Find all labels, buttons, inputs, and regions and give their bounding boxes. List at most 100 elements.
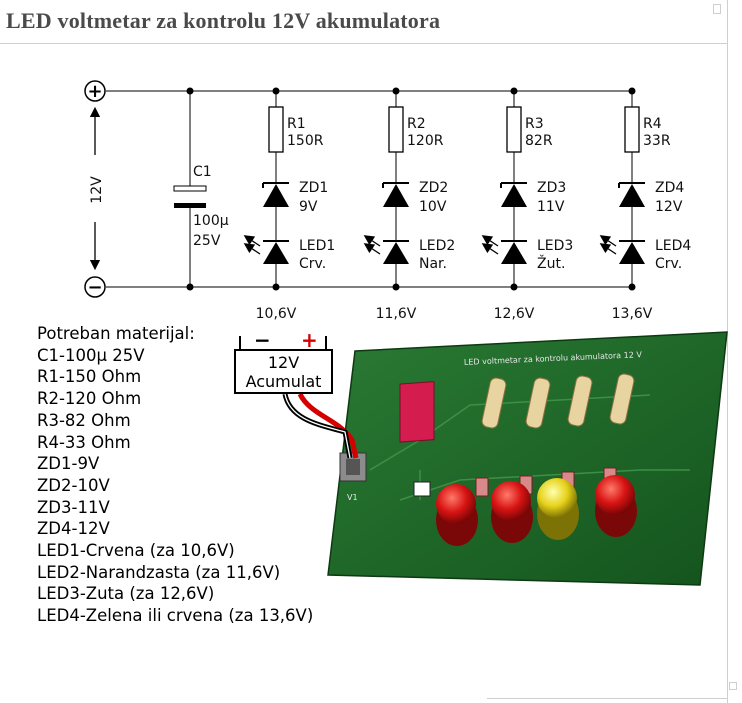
page-title: LED voltmetar za kontrolu 12V akumulator…: [6, 8, 441, 33]
materials-heading: Potreban materijal:: [37, 324, 195, 343]
junction-dot: [186, 87, 194, 95]
junction-dot: [186, 283, 194, 291]
plus-symbol: +: [87, 81, 102, 102]
led-symbol: [619, 242, 645, 264]
battery-plus-sign: +: [301, 328, 318, 352]
threshold-voltage: 10,6V: [256, 306, 297, 322]
frame-corner-mark: [729, 682, 737, 690]
material-item: LED2-Narandzasta (za 11,6V): [37, 562, 281, 582]
led-color: Crv.: [299, 256, 326, 272]
resistor-symbol: [624, 106, 640, 153]
led-symbol: [263, 242, 289, 264]
material-item: R4-33 Ohm: [37, 432, 131, 452]
pcb-resistor: [481, 377, 507, 429]
negative-terminal: [84, 276, 106, 298]
black-wire-highlight: [284, 393, 351, 459]
material-item: R1-150 Ohm: [37, 367, 142, 387]
threshold-voltage: 11,6V: [376, 306, 417, 322]
capacitor-value: 100µ: [193, 213, 229, 229]
capacitor-ref: C1: [193, 164, 212, 180]
resistor-ref: R1: [287, 116, 306, 132]
led-ref: LED2: [419, 238, 455, 254]
led-light-arrow: [481, 235, 499, 247]
material-item: ZD3-11V: [37, 497, 110, 517]
resistor-ref: R4: [643, 116, 662, 132]
led-light-arrow: [363, 243, 381, 255]
led-light-arrow: [363, 235, 381, 247]
material-item: LED1-Crvena (za 10,6V): [37, 541, 235, 561]
resistor-symbol: [506, 106, 522, 153]
zener-ref: ZD2: [419, 180, 448, 196]
material-item: LED4-Zelena ili crvena (za 13,6V): [37, 606, 314, 626]
material-item: ZD4-12V: [37, 519, 110, 539]
pcb-pad: [413, 481, 431, 497]
led-ref: LED4: [655, 238, 691, 254]
frame-right-border: [727, 0, 728, 703]
threshold-voltage: 12,6V: [494, 306, 535, 322]
title-divider: [0, 43, 727, 44]
capacitor-plate-positive: [173, 185, 207, 192]
zener-value: 11V: [537, 199, 565, 215]
material-item: ZD1-9V: [37, 454, 100, 474]
material-item: LED3-Zuta (za 12,6V): [37, 584, 215, 604]
pcb-led-red: [595, 475, 635, 515]
led-light-arrow: [243, 235, 261, 247]
battery-minus-sign: −: [254, 328, 271, 352]
zener-ref: ZD4: [655, 180, 684, 196]
minus-symbol: −: [87, 277, 102, 298]
battery-label: Acumulat: [245, 372, 322, 391]
led-color: Nar.: [419, 256, 447, 272]
led-ref: LED3: [537, 238, 573, 254]
zener-ref: ZD1: [299, 180, 328, 196]
battery-voltage: 12V: [267, 353, 300, 372]
pcb-illustration: LED voltmetar za kontrolu akumulatora 12…: [327, 331, 728, 586]
resistor-ref: R3: [525, 116, 544, 132]
led-light-arrow: [481, 243, 499, 255]
pcb-capacitor: [399, 381, 435, 443]
pcb-resistors: [481, 373, 635, 429]
zener-value: 12V: [655, 199, 683, 215]
resistor-value: 82R: [525, 133, 553, 149]
resistor-symbol: [268, 106, 284, 153]
material-item: C1-100µ 25V: [37, 345, 145, 365]
led-color: Žut.: [537, 254, 565, 272]
zener-diode-symbol: [383, 184, 409, 207]
material-item: R3-82 Ohm: [37, 410, 131, 430]
resistor-value: 120R: [407, 133, 444, 149]
led-light-arrow: [243, 243, 261, 255]
led-color: Crv.: [655, 256, 682, 272]
pcb-connector-socket: [346, 459, 360, 475]
zener-diode-symbol: [501, 184, 527, 207]
resistor-value: 150R: [287, 133, 324, 149]
pcb-resistor: [567, 375, 593, 427]
led-symbol: [501, 242, 527, 264]
battery-box: 12V Acumulat: [234, 349, 333, 394]
pcb-resistor: [609, 373, 635, 425]
pcb-zener: [475, 477, 489, 497]
led-ref: LED1: [299, 238, 335, 254]
zener-diode-symbol: [619, 184, 645, 207]
resistor-ref: R2: [407, 116, 426, 132]
resistor-value: 33R: [643, 133, 671, 149]
zener-value: 10V: [419, 199, 447, 215]
pcb-connector-label: V1: [347, 493, 358, 502]
threshold-voltage: 13,6V: [612, 306, 653, 322]
capacitor-voltage: 25V: [193, 233, 221, 249]
pcb-led-red: [491, 481, 531, 521]
capacitor-plate-negative: [174, 203, 206, 208]
pcb-led-yellow: [537, 478, 577, 518]
pcb-trace: [369, 394, 651, 471]
material-item: R2-120 Ohm: [37, 389, 142, 409]
zener-ref: ZD3: [537, 180, 566, 196]
zener-value: 9V: [299, 199, 318, 215]
pcb-led-red: [436, 484, 476, 524]
positive-terminal: [84, 80, 106, 102]
led-light-arrow: [599, 235, 617, 247]
material-item: ZD2-10V: [37, 475, 110, 495]
led-light-arrow: [599, 243, 617, 255]
frame-bottom-border: [487, 698, 727, 699]
pcb-resistor: [525, 377, 551, 429]
red-wire: [297, 392, 359, 459]
